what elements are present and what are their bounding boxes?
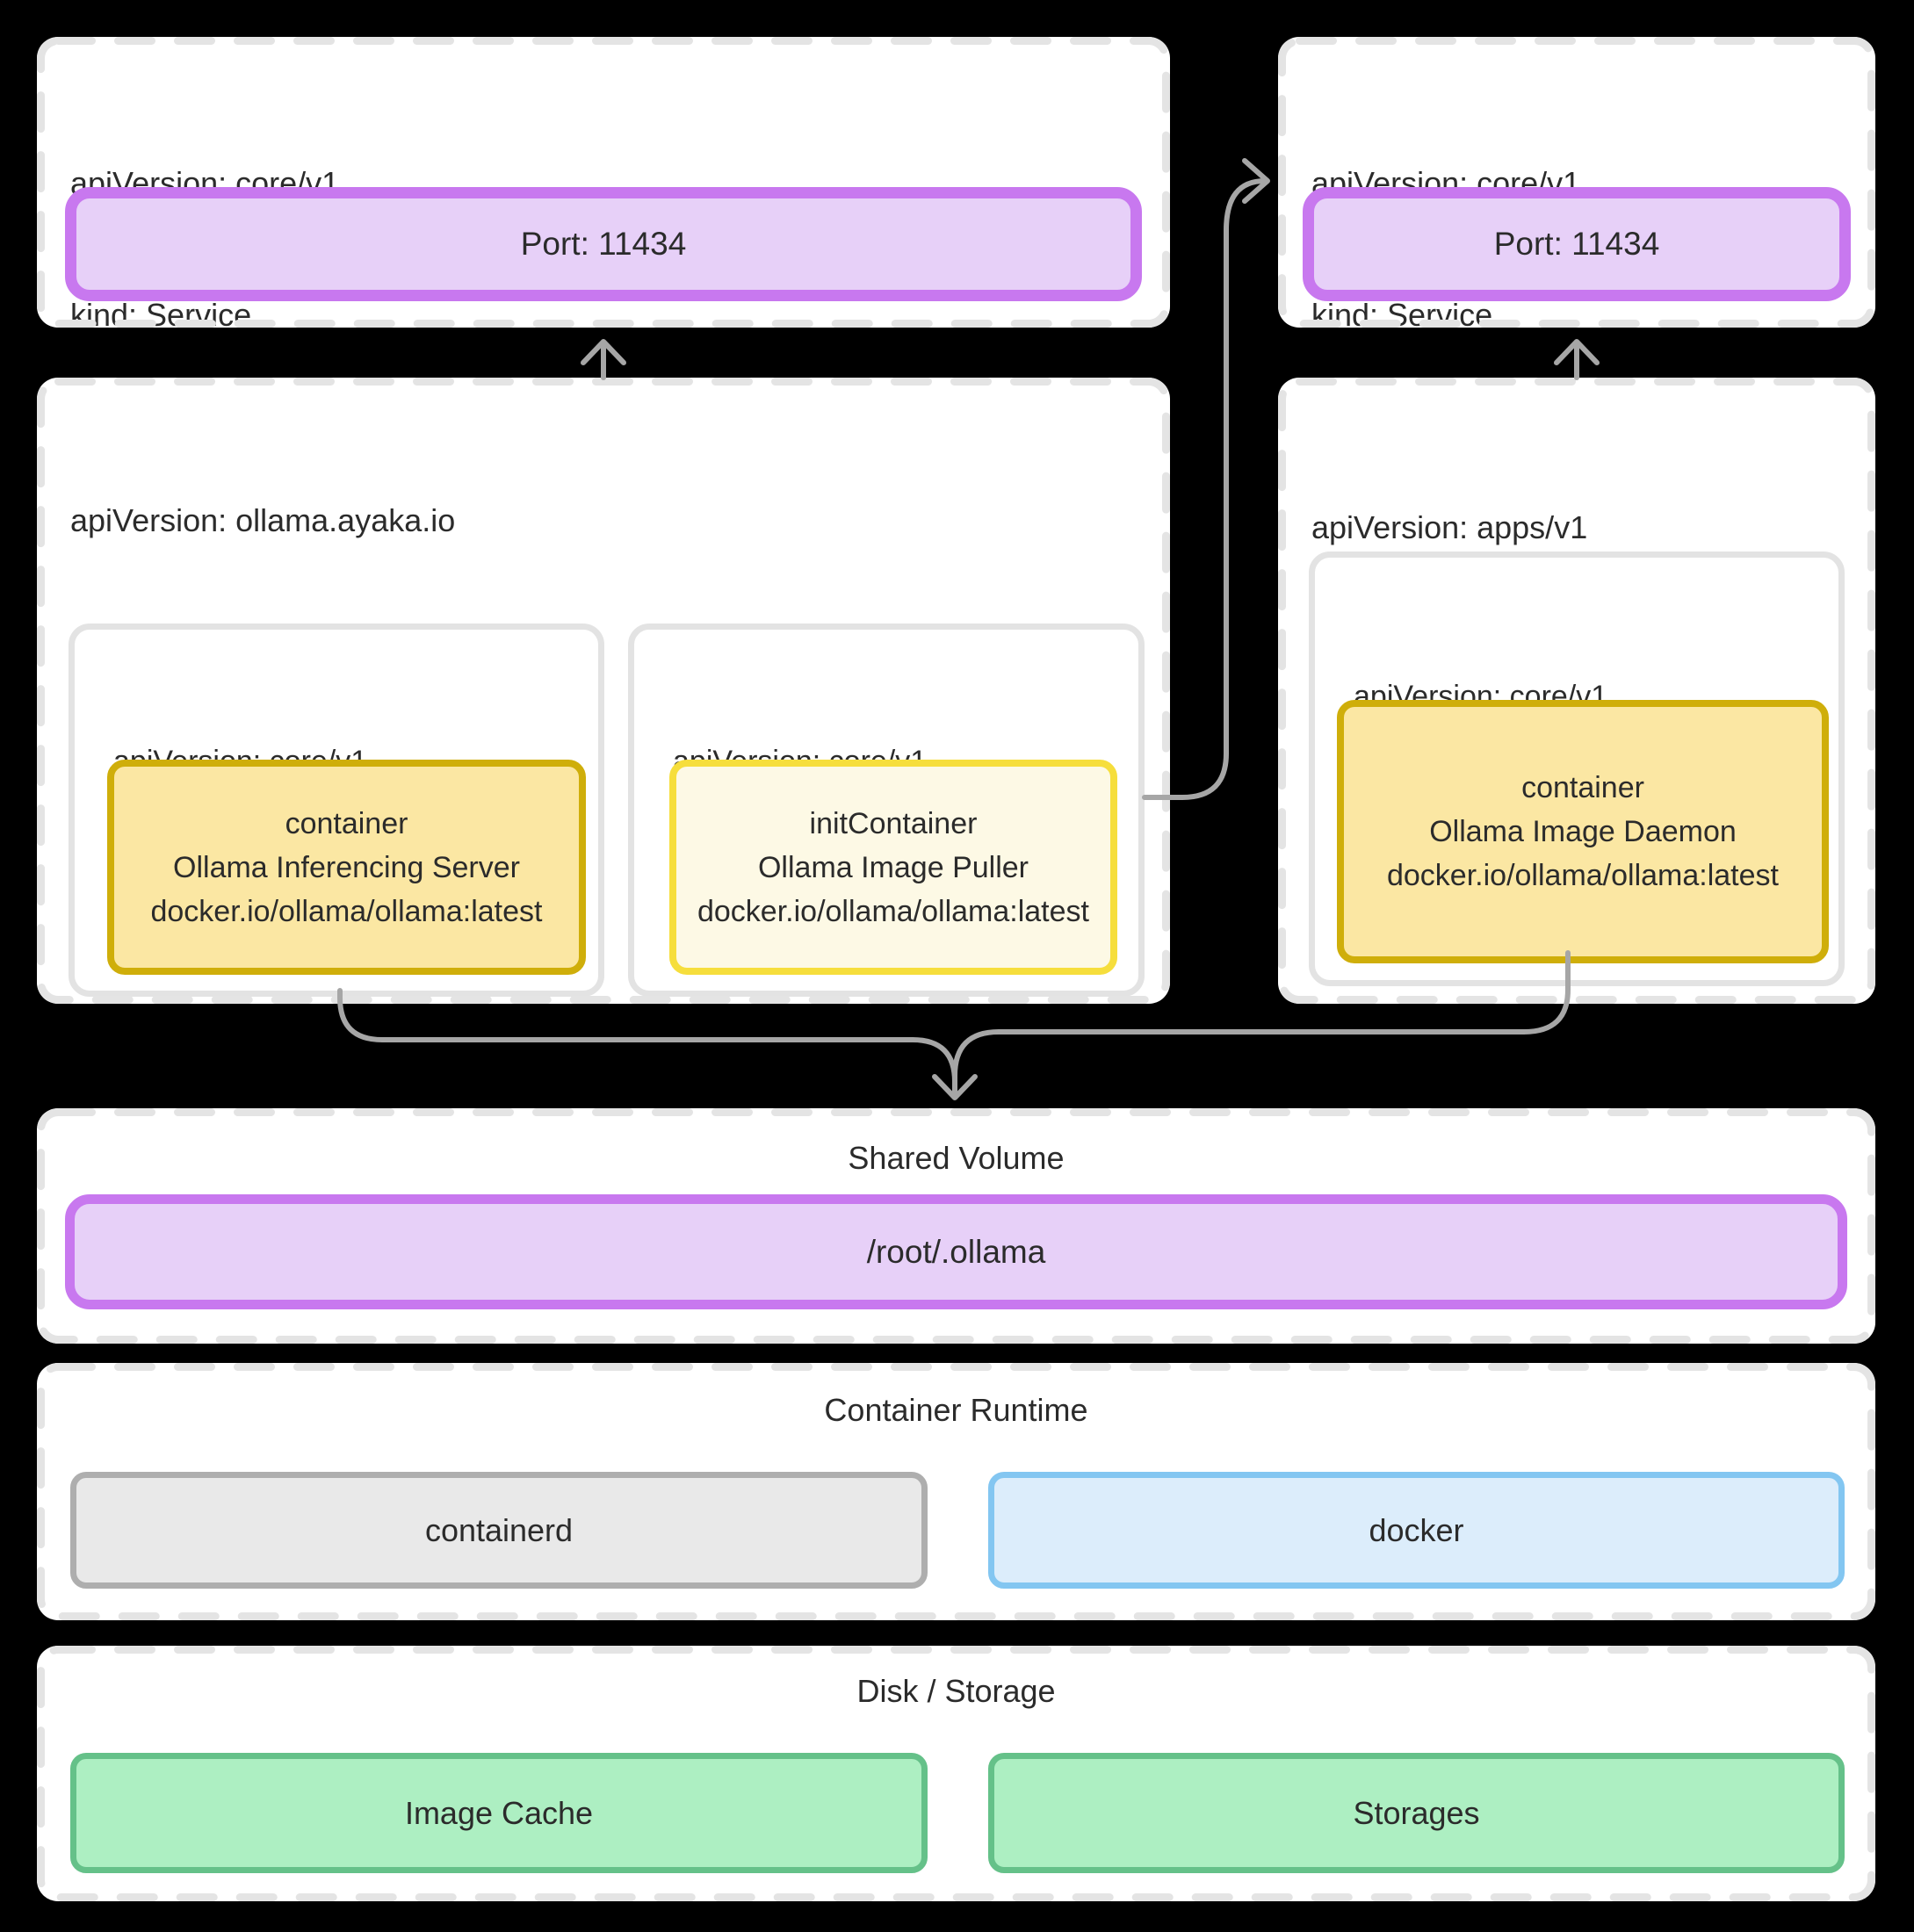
yaml-line: apiVersion: ollama.ayaka.io — [70, 502, 456, 538]
container-name: Ollama Inferencing Server — [173, 850, 520, 884]
port-label: Port: 11434 — [520, 226, 687, 262]
container-kind: initContainer — [809, 806, 978, 840]
arrow-model-to-service-left — [581, 339, 626, 380]
port-badge-left: Port: 11434 — [65, 187, 1142, 301]
container-image-daemon: container Ollama Image Daemon docker.io/… — [1337, 700, 1829, 963]
container-runtime-title: Container Runtime — [824, 1392, 1088, 1428]
docker-bar: docker — [988, 1472, 1845, 1589]
statefulset-node: apiVersion: apps/v1 kind: StatefulSet ap… — [1278, 378, 1875, 1004]
pod-inferencing-node: apiVersion: core/v1 kind: Pod container … — [69, 624, 604, 997]
volume-path-label: /root/.ollama — [866, 1233, 1046, 1270]
container-name: Ollama Image Puller — [757, 850, 1029, 884]
container-kind: container — [285, 806, 408, 840]
container-image: docker.io/ollama/ollama:latest — [697, 894, 1089, 928]
yaml-line: apiVersion: apps/v1 — [1311, 509, 1588, 545]
port-label: Port: 11434 — [1493, 226, 1660, 262]
pod-image-puller-node: apiVersion: core/v1 kind: Pod initContai… — [628, 624, 1145, 997]
storages-bar: Storages — [988, 1753, 1845, 1873]
disk-storage-title: Disk / Storage — [856, 1673, 1056, 1709]
image-cache-label: Image Cache — [404, 1794, 594, 1831]
image-cache-bar: Image Cache — [70, 1753, 928, 1873]
shared-volume-title: Shared Volume — [848, 1140, 1065, 1176]
service-right-node: apiVersion: core/v1 kind: Service Port: … — [1278, 37, 1875, 333]
model-node: apiVersion: ollama.ayaka.io kind: Model … — [37, 378, 1170, 1004]
service-left-node: apiVersion: core/v1 kind: Service Port: … — [37, 37, 1170, 333]
port-badge-right: Port: 11434 — [1303, 187, 1851, 301]
container-runtime-node: Container Runtime containerd docker — [37, 1363, 1875, 1620]
container-name: Ollama Image Daemon — [1429, 815, 1737, 848]
container-kind: container — [1521, 771, 1644, 804]
container-image: docker.io/ollama/ollama:latest — [150, 894, 543, 928]
containerd-label: containerd — [424, 1511, 574, 1548]
container-inferencing-server: container Ollama Inferencing Server dock… — [107, 760, 586, 975]
pod-image-daemon-node: apiVersion: core/v1 kind: Pod container … — [1309, 551, 1845, 986]
storages-label: Storages — [1353, 1794, 1480, 1831]
containerd-bar: containerd — [70, 1472, 928, 1589]
disk-storage-node: Disk / Storage Image Cache Storages — [37, 1646, 1875, 1901]
container-image: docker.io/ollama/ollama:latest — [1386, 859, 1779, 892]
docker-label: docker — [1369, 1511, 1464, 1548]
init-container-image-puller: initContainer Ollama Image Puller docker… — [669, 760, 1117, 975]
volume-path-badge: /root/.ollama — [65, 1194, 1847, 1309]
shared-volume-node: Shared Volume /root/.ollama — [37, 1108, 1875, 1344]
